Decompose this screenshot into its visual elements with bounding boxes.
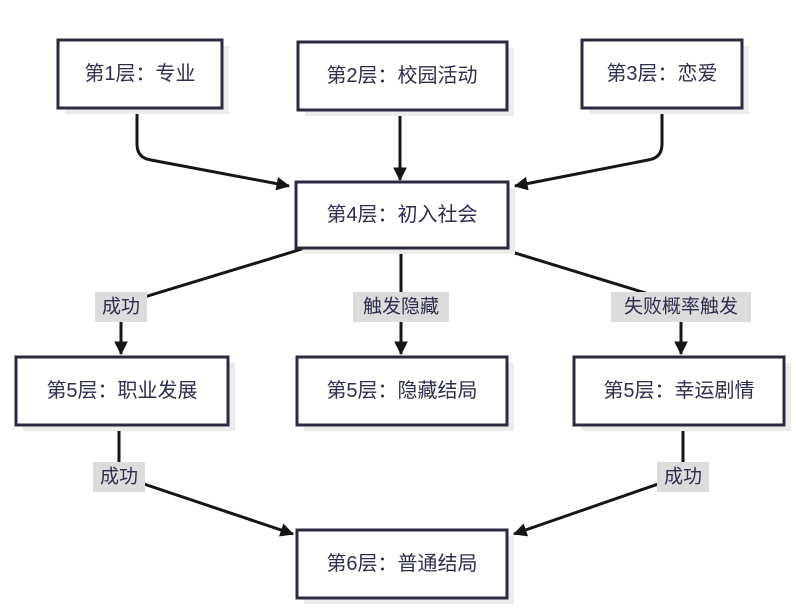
edge-label-text: 成功 — [102, 296, 140, 318]
edge-labels-layer: 成功 触发隐藏 失败概率触发 成功 成功 — [93, 292, 751, 492]
node-layer5-lucky: 第5层：幸运剧情 — [572, 355, 791, 431]
node-label: 第1层：专业 — [84, 62, 195, 85]
edge-label-text: 失败概率触发 — [624, 296, 738, 318]
edge-label-text: 成功 — [664, 466, 702, 488]
node-layer3: 第3层：恋爱 — [580, 38, 749, 114]
node-box — [580, 38, 744, 110]
node-layer1: 第1层：专业 — [56, 38, 229, 114]
edge-label-bg — [95, 292, 147, 322]
node-label: 第2层：校园活动 — [326, 64, 477, 87]
edge-layer4-layer5-career — [114, 247, 303, 356]
edge-label-bg — [657, 462, 709, 492]
edge-label-bg — [353, 292, 449, 322]
node-label: 第3层：恋爱 — [606, 62, 717, 85]
edge-label-trigger-hidden: 触发隐藏 — [353, 292, 449, 322]
node-label: 第5层：幸运剧情 — [603, 379, 754, 402]
node-layer6: 第6层：普通结局 — [295, 528, 514, 604]
node-box — [295, 355, 509, 427]
edge-label-bg — [611, 292, 751, 322]
edge-label-text: 触发隐藏 — [363, 296, 439, 318]
node-label: 第6层：普通结局 — [326, 552, 477, 575]
edge-label-success-left: 成功 — [95, 292, 147, 322]
node-layer5-career: 第5层：职业发展 — [14, 355, 235, 431]
node-box — [296, 40, 509, 112]
node-label: 第5层：隐藏结局 — [326, 379, 477, 402]
edge-layer3-layer4 — [513, 108, 664, 191]
nodes-layer: 第1层：专业 第2层：校园活动 第3层：恋爱 第4层：初入社会 第5层： — [14, 38, 791, 604]
node-layer4: 第4层：初入社会 — [294, 180, 515, 254]
edge-label-bg — [93, 462, 145, 492]
node-label: 第4层：初入社会 — [326, 203, 477, 226]
node-box — [56, 38, 224, 110]
node-label: 第5层：职业发展 — [46, 379, 197, 402]
node-box — [572, 355, 786, 427]
node-box — [295, 528, 509, 600]
node-layer5-hidden: 第5层：隐藏结局 — [295, 355, 514, 431]
edge-label-text: 成功 — [100, 466, 138, 488]
edge-label-success-bottom-right: 成功 — [657, 462, 709, 492]
edge-label-fail-probability: 失败概率触发 — [611, 292, 751, 322]
edge-layer1-layer4 — [135, 108, 291, 191]
node-box — [294, 180, 510, 250]
edge-layer5-career-layer6 — [117, 425, 295, 537]
node-box — [14, 355, 230, 427]
node-layer2: 第2层：校园活动 — [296, 40, 514, 116]
edge-label-success-bottom-left: 成功 — [93, 462, 145, 492]
